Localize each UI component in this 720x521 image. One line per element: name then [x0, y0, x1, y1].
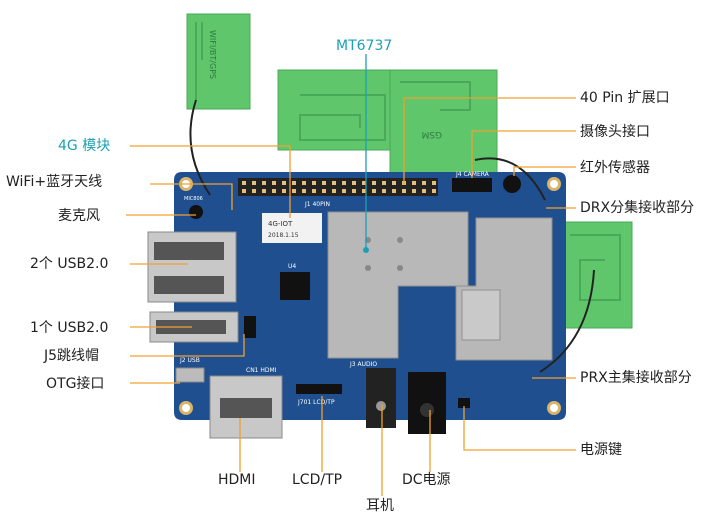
chip-sticker: [262, 213, 322, 243]
leader-lines: [126, 97, 576, 496]
j5-jumper: [244, 316, 256, 338]
mic-component: [189, 205, 203, 219]
lcd-connector: [296, 384, 342, 394]
chip-label-2: 2018.1.15: [268, 232, 299, 239]
label-40pin: 40 Pin 扩展口: [580, 90, 670, 106]
label-hdmi: HDMI: [218, 472, 256, 488]
label-j5-jumper: J5跳线帽: [44, 348, 100, 364]
power-button: [458, 398, 470, 408]
label-earphone: 耳机: [366, 498, 394, 514]
usb-dual-port: [147, 231, 237, 303]
title-leader-dot: [363, 247, 369, 253]
drx-cable: [474, 157, 546, 201]
usb-silk: J2 USB: [179, 357, 200, 364]
prx-cable: [539, 269, 595, 373]
label-4g-module: 4G 模块: [58, 138, 111, 154]
otg-port: [175, 367, 205, 383]
wifi-antenna-text: WIFI/BT/GPS: [208, 30, 217, 79]
gsm-text: GSM: [422, 129, 442, 139]
prx-antenna: [555, 221, 633, 329]
label-power-key: 电源键: [580, 442, 622, 458]
label-camera: 摄像头接口: [580, 124, 650, 140]
label-microphone: 麦克风: [58, 208, 100, 224]
camera-connector: [452, 178, 492, 192]
gsm-antenna: GSM: [277, 69, 498, 175]
label-otg: OTG接口: [46, 376, 105, 392]
usb-single-port: [149, 311, 239, 343]
audio-silk: J3 AUDIO: [349, 361, 377, 368]
hdmi-port: [209, 375, 283, 439]
label-usb-single: 1个 USB2.0: [30, 320, 109, 336]
label-drx: DRX分集接收部分: [580, 200, 695, 216]
rf-shield: [455, 217, 553, 361]
ir-sensor: [503, 175, 521, 193]
pin-header-40: [238, 178, 438, 196]
label-lcd-tp: LCD/TP: [292, 472, 343, 488]
label-prx: PRX主集接收部分: [580, 370, 692, 386]
label-wifi-bt-antenna: WiFi+蓝牙天线: [6, 174, 103, 190]
label-ir-sensor: 红外传感器: [580, 160, 650, 176]
u4-chip: [280, 272, 310, 300]
wifi-cable: [189, 99, 211, 196]
hdmi-silk: CN1 HDMI: [246, 367, 277, 374]
mic-silk: MIC806: [184, 196, 203, 202]
pins-label: J1 40PIN: [304, 201, 330, 208]
u4-label: U4: [288, 263, 296, 270]
wifi-antenna: WIFI/BT/GPS: [186, 13, 251, 110]
lcd-silk: J701 LCD/TP: [297, 399, 335, 406]
label-dc-power: DC电源: [402, 472, 451, 488]
label-usb-dual: 2个 USB2.0: [30, 256, 109, 272]
chip-title: MT6737: [336, 38, 393, 54]
audio-jack: [366, 368, 396, 428]
chip-label-1: 4G-IOT: [268, 220, 293, 228]
